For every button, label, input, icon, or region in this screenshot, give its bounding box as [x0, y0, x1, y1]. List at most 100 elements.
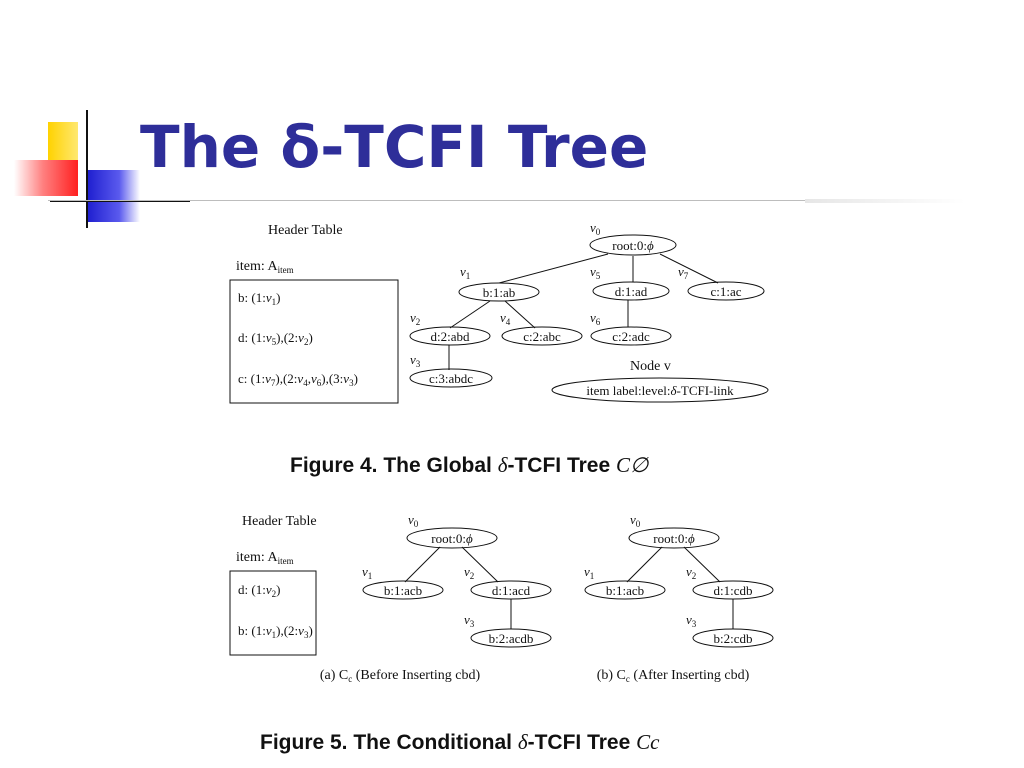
figure5a-edges	[404, 546, 512, 629]
tree-node-label: b:2:cdb	[714, 631, 753, 646]
edge-a-v0-v2	[461, 546, 499, 583]
tree-node-label: c:3:abdc	[429, 371, 473, 386]
tree-node-id: v2	[410, 310, 420, 327]
tree-node-id: v0	[408, 512, 419, 529]
header-row-c: c: (1:v7),(2:v4,v6),(3:v3)	[238, 371, 358, 388]
tree-node-label: b:1:acb	[606, 583, 644, 598]
deco-red-square	[14, 160, 78, 196]
tree-node-ellipse	[628, 527, 720, 549]
tree-node-label: b:1:acb	[384, 583, 422, 598]
figure4-legend-label: item label:level:δ-TCFI-link	[586, 383, 734, 398]
figure4-header-rows: b: (1:v1) d: (1:v5),(2:v2) c: (1:v7),(2:v4…	[238, 290, 358, 388]
figure5-nodes: root:0:ϕv0b:1:acbv1d:1:acdv2b:2:acdbv3ro…	[362, 512, 774, 648]
slide-title: The δ-TCFI Tree	[140, 113, 649, 181]
figure4-header-table-label: Header Table	[268, 223, 343, 238]
figure5b-subcaption: (b) Cc (After Inserting cbd)	[597, 668, 750, 684]
tree-node-ellipse	[362, 580, 444, 600]
figure5b-edges	[626, 546, 734, 629]
tree-node-id: v5	[590, 264, 601, 281]
figure4-diagram: Header Table item: Aitem b: (1:v1) d: (1:…	[229, 220, 769, 404]
tree-node-v5: d:1:ad v5	[590, 264, 670, 301]
tree-node-v2: d:2:abd v2	[409, 310, 491, 346]
tree-node-ellipse	[589, 234, 677, 256]
tree-node-v0: root:0:ϕ v0	[628, 512, 720, 549]
tree-node-v0: root:0:ϕ v0	[406, 512, 498, 549]
tree-node-label: root:0:ϕ	[612, 238, 654, 253]
tree-node-v1: b:1:ab v1	[458, 264, 540, 302]
tree-node-ellipse	[409, 326, 491, 346]
edge-v0-v7	[659, 253, 719, 284]
figure5-caption: Figure 5. The Conditional δ-TCFI Tree Cc	[260, 730, 660, 754]
figure4-item-column-label: item: Aitem	[236, 259, 294, 275]
tree-node-ellipse	[592, 281, 670, 301]
figure5-header-rows: d: (1:v2) b: (1:v1),(2:v3)	[238, 582, 313, 640]
tree-node-label: c:2:abc	[523, 329, 561, 344]
tree-node-id: v1	[460, 264, 470, 281]
figure5a-subcaption: (a) Cc (Before Inserting cbd)	[320, 668, 481, 684]
tree-node-id: v6	[590, 310, 601, 327]
edge-v0-v1	[498, 253, 609, 284]
tree-node-ellipse	[501, 326, 583, 346]
tree-node-v3: c:3:abdc v3	[409, 352, 493, 388]
tree-node-label: b:1:ab	[483, 285, 516, 300]
tree-node-ellipse	[458, 282, 540, 302]
tree-node-ellipse	[584, 580, 666, 600]
tree-node-id: v0	[590, 220, 601, 237]
figure4-edges	[448, 253, 719, 370]
figure5-diagram: Header Table item: Aitem d: (1:v2) b: (1:…	[229, 512, 774, 684]
tree-node-ellipse	[470, 628, 552, 648]
tree-node-ellipse	[409, 368, 493, 388]
figure5-header-table-box	[229, 570, 317, 656]
corner-decoration	[14, 110, 190, 228]
tree-node-label: root:0:ϕ	[653, 531, 695, 546]
tree-node-id: v4	[500, 310, 511, 327]
figure5-header-table-label: Header Table	[242, 514, 317, 529]
figure5b-tree: root:0:ϕ v0 b:1:acb v1 d:1:cdb v2 b:2:cdb v3	[584, 512, 774, 648]
figure4-legend-ellipse	[551, 377, 769, 403]
tree-node-id: v1	[584, 564, 594, 581]
header-row-b: b: (1:v1),(2:v3)	[238, 623, 313, 640]
tree-node-ellipse	[692, 580, 774, 600]
tree-node-v6: c:2:adc v6	[590, 310, 672, 346]
edge-b-v0-v2	[683, 546, 721, 583]
edge-v1-v4	[504, 300, 536, 329]
figure4-nodes: root:0:ϕv0b:1:abv1d:1:adv5c:1:acv7d:2:ab…	[409, 220, 765, 388]
header-row-d: d: (1:v2)	[238, 582, 280, 599]
tree-node-id: v1	[362, 564, 372, 581]
tree-node-v4: c:2:abc v4	[500, 310, 583, 346]
tree-node-v1: b:1:acb v1	[584, 564, 666, 600]
figure5-item-column-label: item: Aitem	[236, 550, 294, 566]
tree-node-v0: root:0:ϕ v0	[589, 220, 677, 256]
tree-node-label: d:1:ad	[615, 284, 648, 299]
tree-node-id: v3	[410, 352, 421, 369]
tree-node-v2: d:1:cdb v2	[686, 564, 774, 600]
tree-node-label: c:2:adc	[612, 329, 650, 344]
tree-node-ellipse	[470, 580, 552, 600]
tree-node-ellipse	[687, 281, 765, 301]
tree-node-label: d:1:acd	[492, 583, 531, 598]
tree-node-label: d:2:abd	[431, 329, 470, 344]
header-row-d: d: (1:v5),(2:v2)	[238, 330, 313, 347]
tree-node-label: root:0:ϕ	[431, 531, 473, 546]
deco-yellow-square	[48, 122, 78, 162]
figure4-header-table-box	[229, 279, 399, 404]
header-row-b: b: (1:v1)	[238, 290, 280, 307]
tree-node-ellipse	[590, 326, 672, 346]
tree-node-id: v3	[464, 612, 475, 629]
tree-node-id: v2	[686, 564, 696, 581]
edge-b-v0-v1	[626, 546, 663, 583]
title-underline	[48, 200, 808, 201]
tree-node-ellipse	[406, 527, 498, 549]
figure4-caption: Figure 4. The Global δ-TCFI Tree C∅	[290, 453, 649, 477]
tree-node-id: v0	[630, 512, 641, 529]
tree-node-ellipse	[692, 628, 774, 648]
deco-blue-square	[88, 170, 140, 222]
tree-node-id: v7	[678, 264, 689, 281]
tree-node-label: d:1:cdb	[714, 583, 753, 598]
edge-v1-v2	[449, 300, 491, 329]
tree-node-id: v3	[686, 612, 697, 629]
